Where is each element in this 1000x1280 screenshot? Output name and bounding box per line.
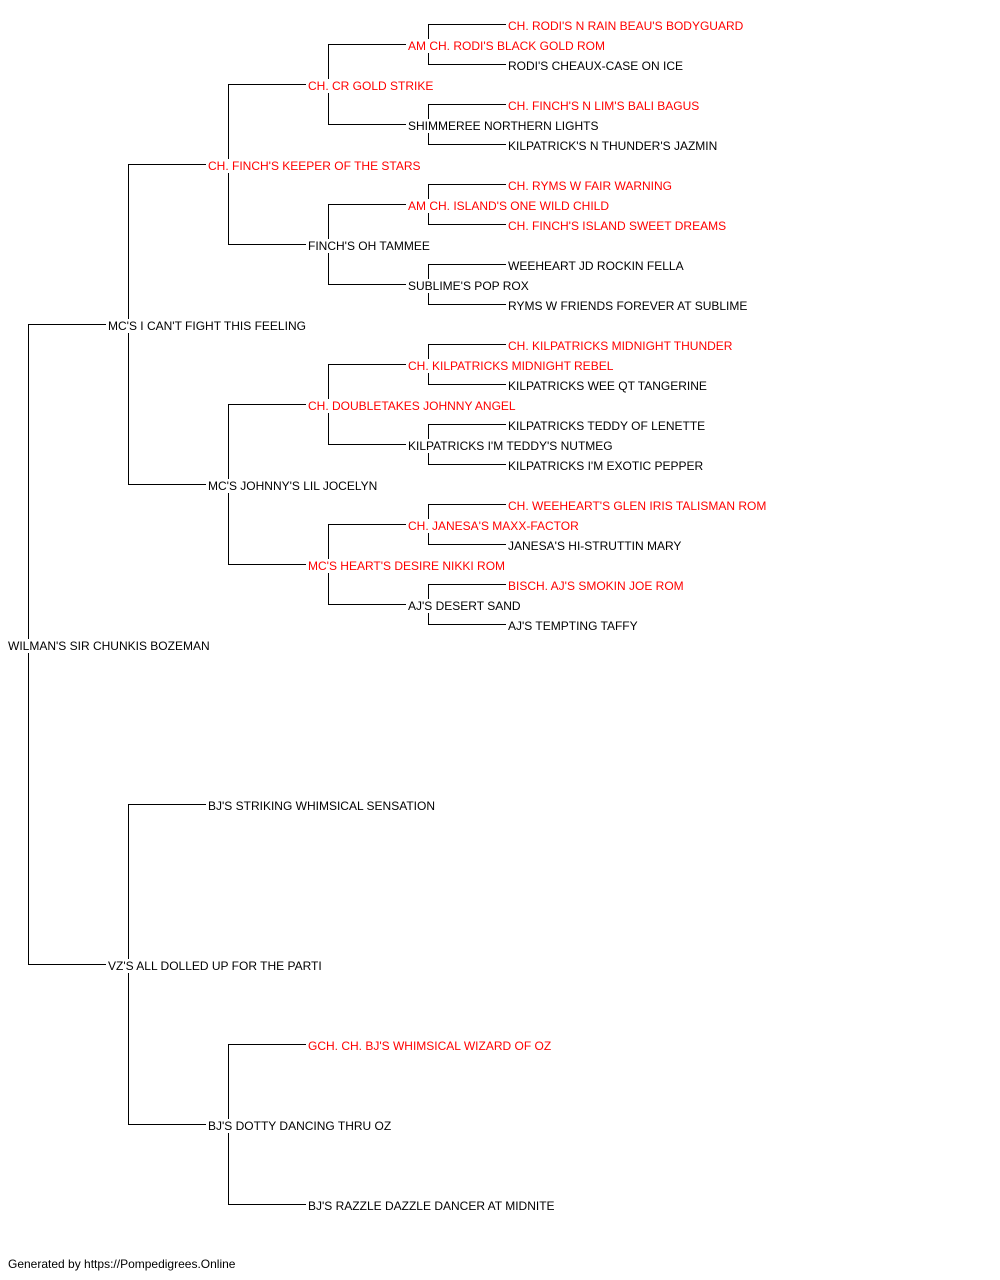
sire-name[interactable]: AM CH. RODI'S BLACK GOLD ROM bbox=[407, 39, 606, 53]
dam-name[interactable]: KILPATRICKS I'M EXOTIC PEPPER bbox=[507, 459, 705, 473]
sire-name[interactable]: MC'S I CAN'T FIGHT THIS FEELING bbox=[107, 319, 307, 333]
sire-name[interactable]: BJ'S STRIKING WHIMSICAL SENSATION bbox=[207, 799, 436, 813]
sire-name[interactable]: CH. KILPATRICKS MIDNIGHT THUNDER bbox=[507, 339, 734, 353]
dam-name[interactable]: AJ'S TEMPTING TAFFY bbox=[507, 619, 639, 633]
sire-name[interactable]: BISCH. AJ'S SMOKIN JOE ROM bbox=[507, 579, 685, 593]
dam-name[interactable]: KILPATRICKS I'M TEDDY'S NUTMEG bbox=[407, 439, 614, 453]
sire-name[interactable]: CH. CR GOLD STRIKE bbox=[307, 79, 435, 93]
sire-name[interactable]: KILPATRICKS TEDDY OF LENETTE bbox=[507, 419, 707, 433]
dam-name[interactable]: RODI'S CHEAUX-CASE ON ICE bbox=[507, 59, 684, 73]
dam-name[interactable]: BJ'S RAZZLE DAZZLE DANCER AT MIDNITE bbox=[307, 1199, 556, 1213]
subject-dog-name[interactable]: WILMAN'S SIR CHUNKIS BOZEMAN bbox=[7, 639, 211, 653]
dam-name[interactable]: AJ'S DESERT SAND bbox=[407, 599, 522, 613]
sire-name[interactable]: CH. KILPATRICKS MIDNIGHT REBEL bbox=[407, 359, 615, 373]
dam-name[interactable]: VZ'S ALL DOLLED UP FOR THE PARTI bbox=[107, 959, 323, 973]
sire-name[interactable]: CH. RODI'S N RAIN BEAU'S BODYGUARD bbox=[507, 19, 745, 33]
dam-name[interactable]: JANESA'S HI-STRUTTIN MARY bbox=[507, 539, 683, 553]
dam-name[interactable]: CH. FINCH'S ISLAND SWEET DREAMS bbox=[507, 219, 728, 233]
sire-name[interactable]: CH. WEEHEART'S GLEN IRIS TALISMAN ROM bbox=[507, 499, 768, 513]
dam-name[interactable]: BJ'S DOTTY DANCING THRU OZ bbox=[207, 1119, 393, 1133]
sire-name[interactable]: CH. JANESA'S MAXX-FACTOR bbox=[407, 519, 580, 533]
footer-credit[interactable]: Generated by https://Pompedigrees.Online bbox=[8, 1257, 236, 1271]
sire-name[interactable]: CH. FINCH'S KEEPER OF THE STARS bbox=[207, 159, 422, 173]
sire-name[interactable]: CH. FINCH'S N LIM'S BALI BAGUS bbox=[507, 99, 701, 113]
sire-name[interactable]: GCH. CH. BJ'S WHIMSICAL WIZARD OF OZ bbox=[307, 1039, 553, 1053]
dam-name[interactable]: KILPATRICKS WEE QT TANGERINE bbox=[507, 379, 708, 393]
sire-name[interactable]: WEEHEART JD ROCKIN FELLA bbox=[507, 259, 685, 273]
sire-name[interactable]: AM CH. ISLAND'S ONE WILD CHILD bbox=[407, 199, 610, 213]
sire-name[interactable]: CH. DOUBLETAKES JOHNNY ANGEL bbox=[307, 399, 517, 413]
dam-name[interactable]: FINCH'S OH TAMMEE bbox=[307, 239, 431, 253]
dam-name[interactable]: SHIMMEREE NORTHERN LIGHTS bbox=[407, 119, 600, 133]
dam-name[interactable]: KILPATRICK'S N THUNDER'S JAZMIN bbox=[507, 139, 719, 153]
dam-name[interactable]: MC'S HEART'S DESIRE NIKKI ROM bbox=[307, 559, 507, 573]
dam-name[interactable]: RYMS W FRIENDS FOREVER AT SUBLIME bbox=[507, 299, 749, 313]
dam-name[interactable]: MC'S JOHNNY'S LIL JOCELYN bbox=[207, 479, 379, 493]
dam-name[interactable]: SUBLIME'S POP ROX bbox=[407, 279, 530, 293]
sire-name[interactable]: CH. RYMS W FAIR WARNING bbox=[507, 179, 674, 193]
